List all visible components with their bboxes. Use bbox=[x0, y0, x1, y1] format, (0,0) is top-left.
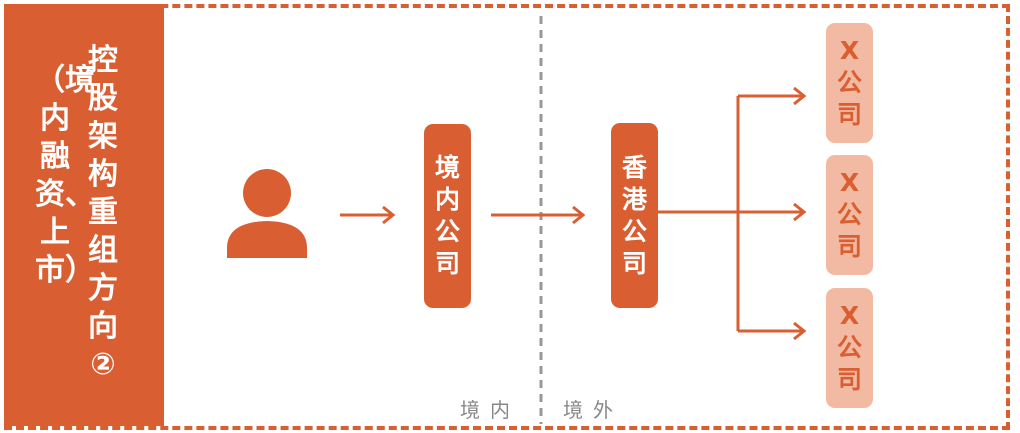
arrow-person-to-domestic bbox=[340, 205, 396, 225]
region-label-domestic: 境内 bbox=[460, 398, 520, 422]
subsidiary-node: X公司 bbox=[826, 23, 873, 143]
domestic-company-label: 境内公司 bbox=[434, 153, 460, 278]
subsidiary-label: X公司 bbox=[836, 301, 862, 394]
arrow-hk-to-subsidiaries bbox=[658, 86, 807, 341]
sidebar-panel: 控股架构重组方向② （境内融资、上市） bbox=[4, 4, 164, 426]
hongkong-company-label: 香港公司 bbox=[621, 152, 647, 278]
subsidiary-node: X公司 bbox=[826, 155, 873, 275]
person-icon bbox=[227, 169, 307, 258]
subsidiary-node: X公司 bbox=[826, 288, 873, 408]
subsidiary-label: X公司 bbox=[836, 168, 862, 261]
hongkong-company-node: 香港公司 bbox=[611, 123, 658, 308]
subsidiary-label: X公司 bbox=[836, 36, 862, 129]
domestic-company-node: 境内公司 bbox=[424, 124, 471, 308]
arrow-domestic-to-hk bbox=[491, 205, 586, 225]
region-label-overseas: 境外 bbox=[563, 398, 623, 422]
sidebar-title: 控股架构重组方向② bbox=[88, 43, 118, 382]
